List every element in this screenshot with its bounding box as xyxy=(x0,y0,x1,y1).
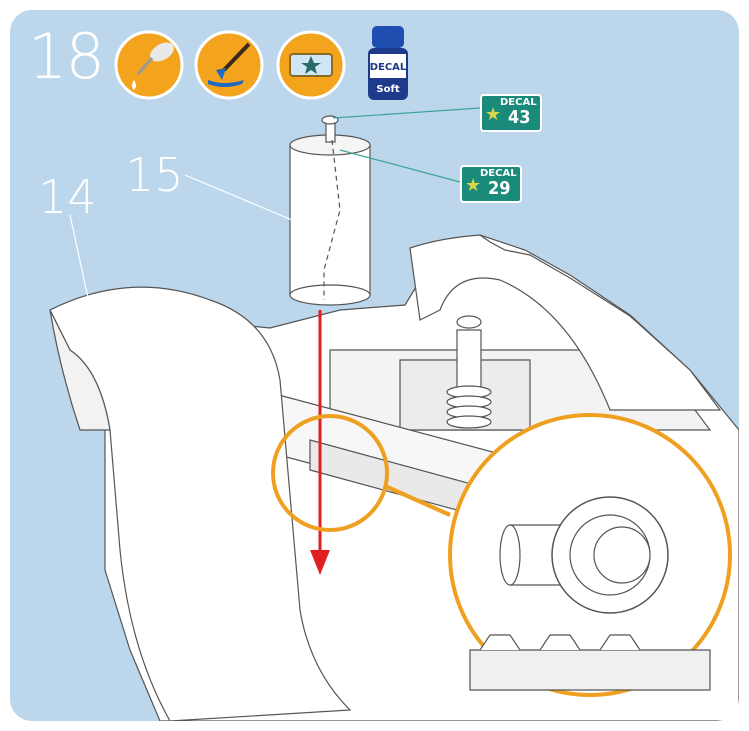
right-fender xyxy=(409,234,722,411)
step-number: 18 xyxy=(28,20,105,93)
star-icon: ★ xyxy=(485,104,502,125)
water-tray-decal-icon xyxy=(276,30,346,100)
part-label-15: 15 xyxy=(125,148,184,202)
magnified-gear-detail xyxy=(448,413,732,697)
assembly-arrow xyxy=(310,310,330,575)
assembly-illustration xyxy=(49,107,739,721)
decal-label: DECAL xyxy=(500,97,537,108)
step-panel: 18 DECAL Soft ★ xyxy=(10,10,739,721)
detail-callout xyxy=(271,414,451,532)
bottle-label-top: DECAL xyxy=(370,62,407,73)
decal-tag-29: ★ DECAL 29 xyxy=(460,165,522,203)
cylinder-part-15 xyxy=(289,115,371,306)
part-leader-lines xyxy=(69,174,293,331)
decal-soft-bottle-icon: DECAL Soft xyxy=(368,26,408,100)
decal-number: 29 xyxy=(488,178,511,199)
glue-drop-icon xyxy=(114,30,184,100)
star-icon: ★ xyxy=(465,175,482,196)
bottle-label-bottom: Soft xyxy=(376,84,399,95)
decal-label: DECAL xyxy=(480,168,517,179)
decal-number: 43 xyxy=(508,107,531,128)
decal-leader-lines xyxy=(332,107,481,183)
left-fender-part-14 xyxy=(49,286,352,721)
decal-tag-43: ★ DECAL 43 xyxy=(480,94,542,132)
part-label-14: 14 xyxy=(38,170,97,224)
suspension-spring xyxy=(446,315,492,429)
paint-brush-icon xyxy=(194,30,264,100)
